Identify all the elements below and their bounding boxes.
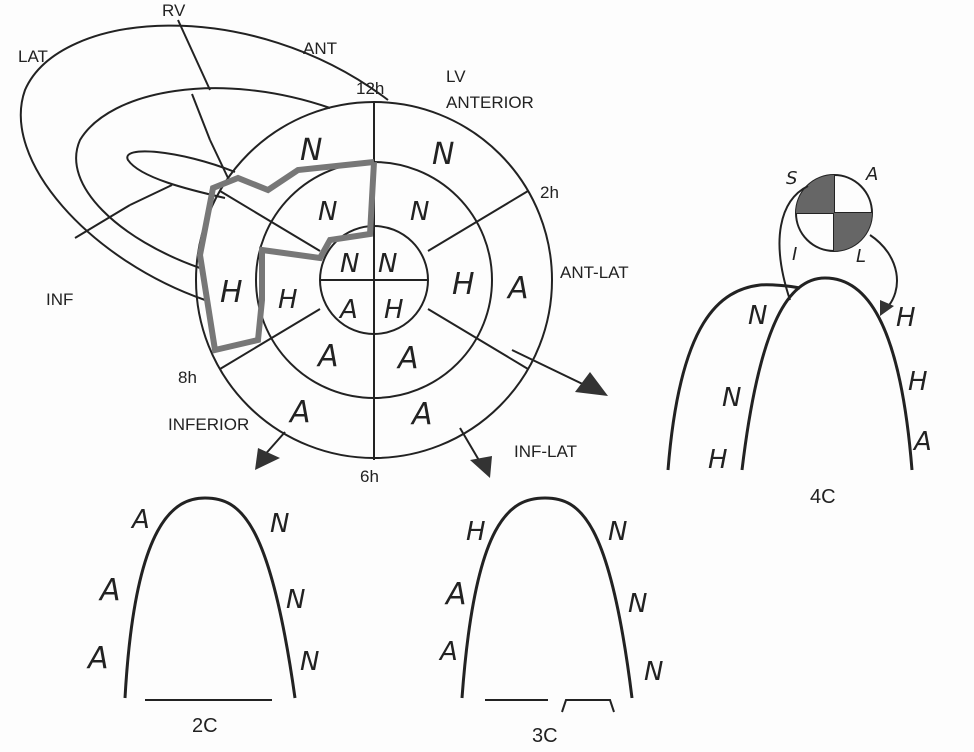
segment-mid-inflat2: A	[396, 341, 419, 376]
lv-label: LV	[446, 67, 466, 86]
h6-label: 6h	[360, 467, 379, 486]
segment-basal-ant: N	[300, 133, 322, 168]
view-2c-left-2: A	[98, 573, 121, 608]
view-3c-left-3: A	[438, 637, 458, 667]
inflat-label: INF-LAT	[514, 442, 577, 461]
view-4c-right-3: A	[912, 427, 932, 457]
view-3c-right-1: N	[608, 517, 627, 547]
lat-label: LAT	[18, 47, 48, 66]
h8-label: 8h	[178, 368, 197, 387]
segment-basal-inf: H	[220, 275, 243, 310]
h12-label: 12h	[356, 79, 384, 98]
view-4c-orient-i: I	[792, 244, 797, 265]
view-3c	[460, 496, 634, 713]
view-4c-orient-a: A	[865, 164, 878, 185]
highlight-outline	[196, 159, 377, 354]
view-4c-left-3: H	[708, 445, 728, 475]
segment-basal-inflat: A	[410, 397, 433, 432]
view-4c-label: 4C	[810, 486, 836, 508]
rv-ellipse	[19, 19, 389, 301]
segment-mid-infsep: A	[316, 339, 339, 374]
segment-apical-sep: N	[378, 249, 397, 279]
view-2c-right-2: N	[286, 585, 305, 615]
view-3c-left-1: H	[466, 517, 486, 547]
segment-mid-inf: H	[278, 285, 298, 315]
view-2c-left-3: A	[86, 641, 109, 676]
segment-mid-ant: N	[410, 197, 429, 227]
view-4c-right-1: H	[896, 303, 916, 333]
arrows	[255, 349, 608, 478]
segment-basal-antlat-outer: A	[506, 271, 529, 306]
anterior-label: ANTERIOR	[446, 93, 534, 112]
view-2c-label: 2C	[192, 715, 218, 737]
segment-basal-antlat: N	[432, 137, 454, 172]
segment-mid-antsep: N	[318, 197, 337, 227]
inf-label: INF	[46, 290, 73, 309]
view-2c	[123, 496, 297, 701]
ant-label: ANT	[303, 39, 337, 58]
view-2c-left-1: A	[130, 505, 150, 535]
view-4c-orient-s: S	[786, 168, 797, 189]
view-3c-label: 3C	[532, 725, 558, 747]
inferior-label: INFERIOR	[168, 415, 249, 434]
h2-label: 2h	[540, 183, 559, 202]
view-4c-orient-l: L	[856, 246, 866, 267]
view-3c-right-2: N	[628, 589, 647, 619]
segment-apical-lat: H	[384, 295, 404, 325]
view-4c	[666, 174, 914, 471]
view-4c-right-2: H	[908, 367, 928, 397]
antlat-label: ANT-LAT	[560, 263, 629, 282]
view-4c-left-1: N	[748, 301, 767, 331]
view-3c-right-3: N	[644, 657, 663, 687]
view-3c-left-2: A	[444, 577, 467, 612]
segment-apical-inf: A	[338, 295, 358, 325]
rv-label: RV	[162, 1, 186, 20]
view-2c-right-3: N	[300, 647, 319, 677]
segment-apical-ant: N	[340, 249, 359, 279]
segment-mid-inflat: H	[452, 267, 475, 302]
lv-bullseye	[195, 101, 553, 460]
view-2c-right-1: N	[270, 509, 289, 539]
segment-basal-infsep: A	[288, 395, 311, 430]
view-4c-left-2: N	[722, 383, 741, 413]
